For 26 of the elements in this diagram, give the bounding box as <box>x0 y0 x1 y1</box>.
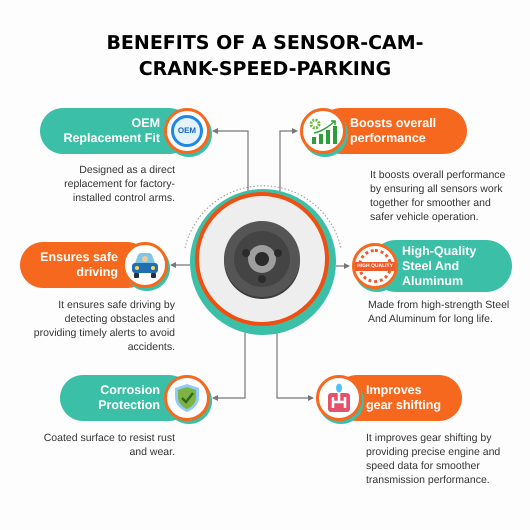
benefit-pill <box>20 242 168 288</box>
benefit-description: It boosts overall performance by ensuring all sensors work together for smoother and safer vehicle operation. <box>370 168 506 224</box>
benefit-pill <box>40 108 210 154</box>
benefit-heading: OEM Replacement Fit <box>62 116 160 146</box>
benefit-description: Designed as a direct replacement for factory-installed control arms. <box>63 163 175 205</box>
connector-arrow <box>170 262 190 268</box>
benefit-pill <box>300 108 467 154</box>
connector-arrow <box>212 128 249 191</box>
connector-arrow <box>212 332 246 401</box>
benefit-heading: Improves gear shifting <box>366 383 442 413</box>
connector-arrow <box>276 334 314 401</box>
benefit-description: Coated surface to resist rust and wear. <box>42 431 175 459</box>
benefit-heading: Corrosion Protection <box>97 383 160 413</box>
benefit-heading: Boosts overall performance <box>350 116 438 146</box>
benefit-description: It improves gear shifting by providing precise engine and speed data for smoother transmission performance. <box>366 431 502 487</box>
benefit-heading: Ensures safe driving <box>39 250 118 280</box>
benefit-pill <box>352 240 512 292</box>
connector-arrow <box>279 128 298 191</box>
seal-text: OEM <box>178 127 196 135</box>
benefit-heading: High-Quality Steel And Aluminum <box>402 244 478 288</box>
benefit-pill <box>60 375 210 421</box>
benefit-description: Made from high-strength Steel And Aluminum for long life. <box>368 298 510 326</box>
benefit-pill <box>316 375 462 421</box>
connector-arrow <box>336 263 350 269</box>
title: BENEFITS OF A SENSOR-CAM-CRANK-SPEED-PARKING <box>105 31 425 82</box>
benefit-description: It ensures safe driving by detecting obstacles and providing timely alerts to avoid accidents. <box>32 298 175 354</box>
